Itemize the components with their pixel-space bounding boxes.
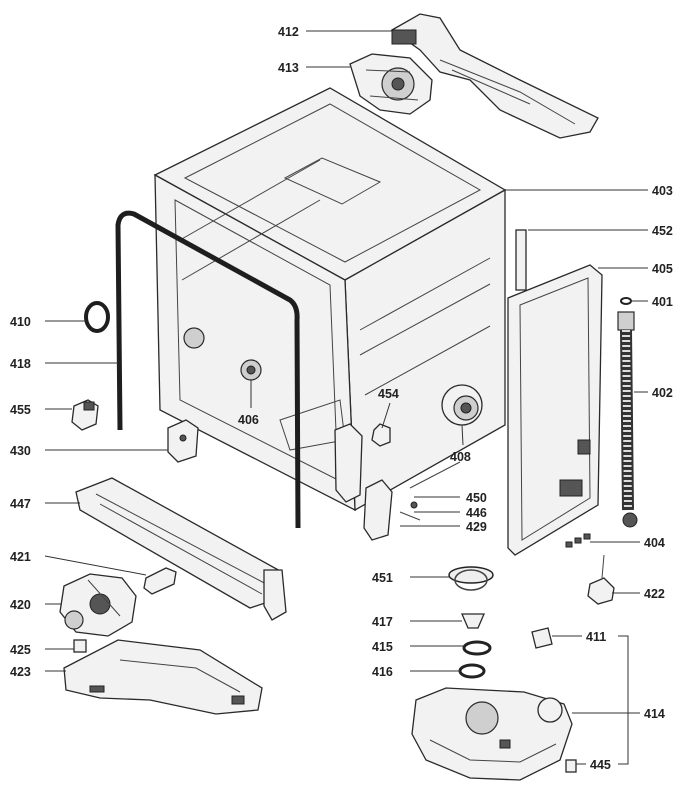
part-422-valve <box>587 554 615 605</box>
part-445-part <box>565 759 577 773</box>
label-410: 410 <box>10 315 31 329</box>
part-425-part <box>73 639 87 653</box>
part-402-hose <box>617 311 638 528</box>
label-414: 414 <box>644 707 665 721</box>
label-447: 447 <box>10 497 31 511</box>
part-405-side-panel <box>507 229 603 556</box>
part-454-plug <box>371 423 391 447</box>
part-430-hinge <box>167 419 199 463</box>
label-452: 452 <box>652 224 673 238</box>
label-411: 411 <box>586 630 606 644</box>
leader-lines <box>44 30 648 765</box>
label-429: 429 <box>466 520 487 534</box>
label-405: 405 <box>652 262 673 276</box>
label-421: 421 <box>10 550 31 564</box>
part-415-ring <box>462 640 492 656</box>
label-430: 430 <box>10 444 31 458</box>
part-411-sensor <box>531 627 553 649</box>
label-402: 402 <box>652 386 673 400</box>
part-404-clips <box>565 533 591 548</box>
part-414-sump <box>411 687 573 781</box>
label-420: 420 <box>10 598 31 612</box>
part-412-vent-duct <box>390 13 599 139</box>
part-421-cylinder <box>143 567 177 595</box>
label-445: 445 <box>590 758 611 772</box>
label-415: 415 <box>372 640 393 654</box>
label-412: 412 <box>278 25 299 39</box>
tub-cabinet <box>153 87 507 512</box>
label-413: 413 <box>278 61 299 75</box>
part-labels: 412 413 403 452 405 401 402 410 418 455 … <box>10 25 673 772</box>
part-451-gasket <box>448 566 494 591</box>
label-423: 423 <box>10 665 31 679</box>
label-450: 450 <box>466 491 487 505</box>
part-417-cap <box>461 613 485 629</box>
part-413-fan <box>349 53 433 115</box>
label-417: 417 <box>372 615 393 629</box>
part-406-bearing <box>240 359 262 381</box>
part-420-pump <box>59 573 137 637</box>
part-447-rail <box>75 477 287 621</box>
part-455-clip <box>71 399 99 431</box>
label-406: 406 <box>238 413 259 427</box>
label-425: 425 <box>10 643 31 657</box>
part-401-ring <box>620 297 632 305</box>
part-418-door-gasket <box>115 210 301 529</box>
label-401: 401 <box>652 295 673 309</box>
label-451: 451 <box>372 571 393 585</box>
label-454: 454 <box>378 387 399 401</box>
part-410-o-ring <box>84 301 110 333</box>
part-416-ring <box>458 663 486 679</box>
label-403: 403 <box>652 184 673 198</box>
hinge-assembly-right <box>334 423 461 541</box>
label-455: 455 <box>10 403 31 417</box>
part-423-base <box>63 639 263 715</box>
label-418: 418 <box>10 357 31 371</box>
part-408-filter <box>441 384 483 426</box>
label-408: 408 <box>450 450 471 464</box>
label-446: 446 <box>466 506 487 520</box>
label-416: 416 <box>372 665 393 679</box>
label-422: 422 <box>644 587 665 601</box>
label-404: 404 <box>644 536 665 550</box>
